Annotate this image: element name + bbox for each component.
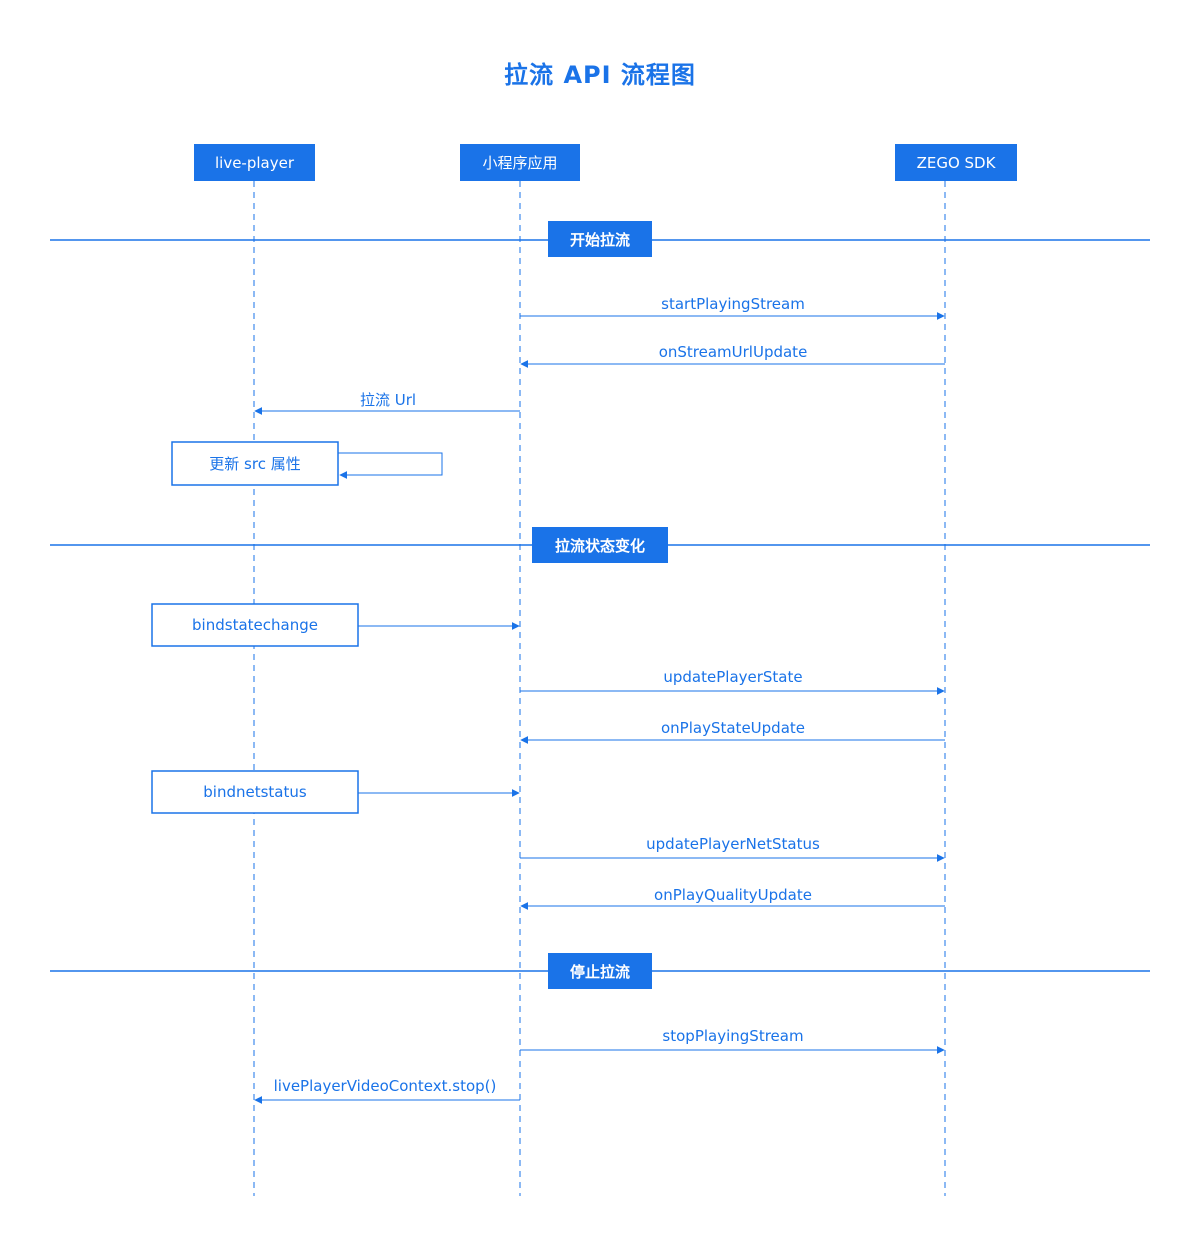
box-label: bindstatechange: [192, 616, 318, 634]
message-label: livePlayerVideoContext.stop(): [274, 1077, 497, 1095]
message-on-play-state-update: onPlayStateUpdate: [520, 719, 945, 744]
message-stream-url: 拉流 Url: [254, 391, 520, 415]
participant-label: 小程序应用: [482, 154, 557, 172]
section-start: 开始拉流: [50, 221, 1150, 257]
self-loop-arrow: [338, 452, 443, 479]
message-label: startPlayingStream: [661, 295, 805, 313]
box-bindstatechange: bindstatechange: [151, 603, 520, 647]
message-label: onStreamUrlUpdate: [659, 343, 808, 361]
message-label: onPlayQualityUpdate: [654, 886, 812, 904]
diagram-title: 拉流 API 流程图: [504, 61, 696, 89]
message-label: updatePlayerNetStatus: [646, 835, 820, 853]
message-stop-playing-stream: stopPlayingStream: [520, 1027, 945, 1054]
message-update-player-state: updatePlayerState: [520, 668, 945, 695]
section-label: 开始拉流: [570, 231, 630, 249]
message-on-stream-url-update: onStreamUrlUpdate: [520, 343, 945, 368]
section-label: 拉流状态变化: [555, 537, 645, 555]
message-live-player-video-context-stop: livePlayerVideoContext.stop(): [254, 1077, 520, 1104]
participant-label: live-player: [215, 154, 295, 172]
box-update-src: 更新 src 属性: [171, 441, 443, 486]
participant-zego-sdk: ZEGO SDK: [895, 144, 1017, 181]
message-update-player-net-status: updatePlayerNetStatus: [520, 835, 945, 862]
section-stop: 停止拉流: [50, 953, 1150, 989]
message-label: 拉流 Url: [360, 391, 416, 409]
message-on-play-quality-update: onPlayQualityUpdate: [520, 886, 945, 910]
message-label: stopPlayingStream: [662, 1027, 803, 1045]
box-label: bindnetstatus: [203, 783, 307, 801]
participant-label: ZEGO SDK: [917, 154, 997, 172]
participant-miniprogram: 小程序应用: [460, 144, 580, 181]
participant-live-player: live-player: [194, 144, 315, 181]
message-label: updatePlayerState: [663, 668, 802, 686]
section-state-change: 拉流状态变化: [50, 527, 1150, 563]
message-label: onPlayStateUpdate: [661, 719, 805, 737]
message-start-playing-stream: startPlayingStream: [520, 295, 945, 320]
section-label: 停止拉流: [570, 963, 630, 981]
box-bindnetstatus: bindnetstatus: [151, 770, 520, 814]
box-label: 更新 src 属性: [209, 455, 300, 473]
